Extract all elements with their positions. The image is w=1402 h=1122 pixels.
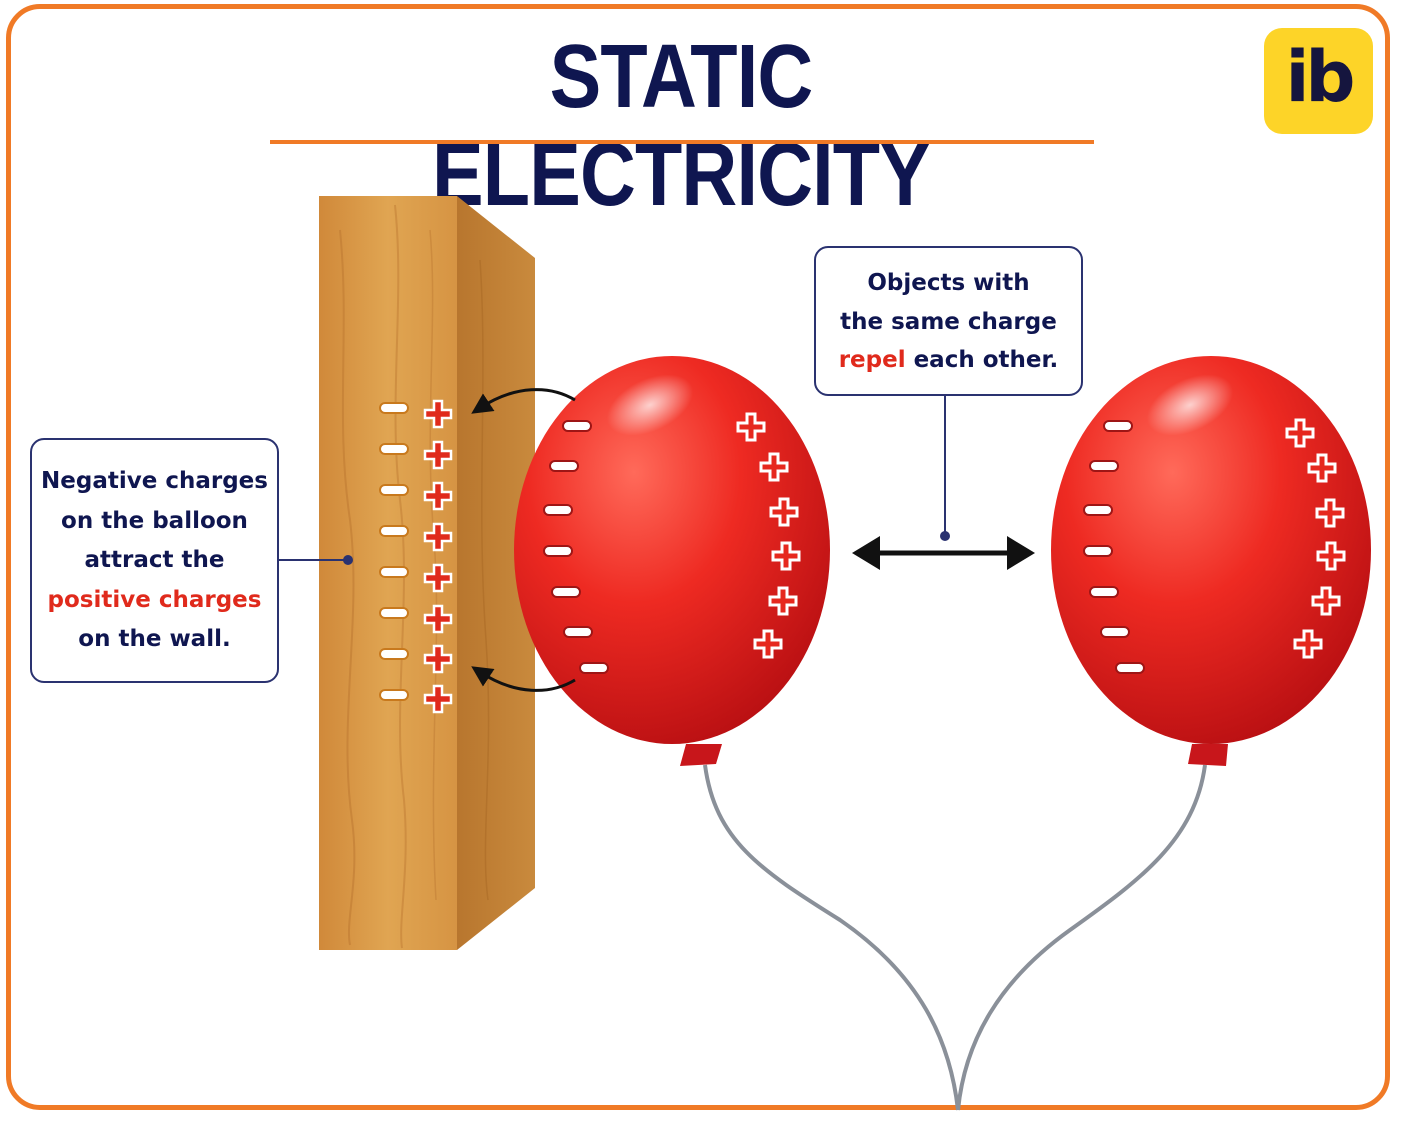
wall-negative-charge (379, 607, 409, 619)
balloon-negative-charge (579, 662, 609, 674)
right-callout-dot (940, 531, 950, 541)
attraction-arrow-top (471, 388, 576, 414)
balloon-positive-charge (1293, 629, 1323, 659)
wall-positive-charge (423, 644, 453, 674)
balloon-left (514, 356, 830, 766)
balloon-strings (703, 764, 1207, 1111)
balloon-positive-charge (753, 629, 783, 659)
balloon-negative-charge (563, 626, 593, 638)
balloon-positive-charge (1285, 418, 1315, 448)
wall-negative-charge (379, 402, 409, 414)
wall-positive-charges (423, 399, 453, 714)
balloon-right (1051, 356, 1371, 766)
wall-side-face (457, 196, 535, 950)
wall-negative-charge (379, 648, 409, 660)
balloon-left-positive-charges (736, 412, 801, 659)
wall-negative-charge (379, 484, 409, 496)
balloon-negative-charge (1089, 460, 1119, 472)
balloon-positive-charge (1315, 498, 1345, 528)
balloon-positive-charge (769, 497, 799, 527)
balloon-negative-charge (551, 586, 581, 598)
balloon-positive-charge (1316, 541, 1346, 571)
balloon-shine (1146, 374, 1234, 436)
balloon-right-negative-charges (1083, 420, 1145, 674)
balloon-negative-charge (562, 420, 592, 432)
balloon-negative-charge (543, 545, 573, 557)
repel-double-arrow (852, 536, 1035, 570)
balloon-negative-charge (1100, 626, 1130, 638)
wall-negative-charge (379, 566, 409, 578)
wall-negative-charge (379, 443, 409, 455)
title-underline (270, 140, 1094, 144)
wall-positive-charge (423, 481, 453, 511)
balloon-positive-charge (736, 412, 766, 442)
wall-positive-charge (423, 522, 453, 552)
left-callout: Negative charges on the balloon attract … (30, 438, 279, 683)
wall-negative-charges (379, 402, 409, 701)
brand-logo: ib (1264, 28, 1373, 134)
wall-negative-charge (379, 689, 409, 701)
left-callout-line: attract the (84, 547, 225, 573)
balloon-negative-charge (1103, 420, 1133, 432)
balloon-knot (680, 744, 722, 766)
balloon-negative-charge (549, 460, 579, 472)
wall-positive-charge (423, 563, 453, 593)
right-callout-line-3: repel each other. (816, 341, 1081, 380)
balloon-positive-charge (771, 541, 801, 571)
balloon-left-negative-charges (543, 420, 609, 674)
balloon-negative-charge (1089, 586, 1119, 598)
balloon-negative-charge (1083, 504, 1113, 516)
balloon-positive-charge (768, 586, 798, 616)
right-callout-rest: each other. (905, 347, 1059, 373)
callout-leaders (279, 396, 950, 565)
balloon-shine (606, 374, 694, 436)
balloon-positive-charge (1311, 586, 1341, 616)
left-callout-line: on the balloon (61, 507, 248, 534)
right-callout-highlight: repel (838, 347, 906, 373)
left-callout-line: on the wall. (78, 626, 231, 652)
right-callout-line: the same charge (840, 308, 1057, 335)
balloon-negative-charge (543, 504, 573, 516)
wall-positive-charge (423, 440, 453, 470)
right-callout: Objects with the same charge repel each … (814, 246, 1083, 396)
balloon-negative-charge (1083, 545, 1113, 557)
wall-positive-charge (423, 399, 453, 429)
balloon-knot (1188, 744, 1228, 766)
left-callout-dot (343, 555, 353, 565)
balloon-positive-charge (1307, 453, 1337, 483)
wall-positive-charge (423, 684, 453, 714)
left-callout-line: Negative charges (41, 468, 268, 494)
balloon-right-positive-charges (1285, 418, 1346, 659)
balloon-negative-charge (1115, 662, 1145, 674)
attraction-arrow-bottom (471, 666, 576, 692)
left-callout-highlight: positive charges (47, 586, 262, 613)
wall-negative-charge (379, 525, 409, 537)
attraction-arrows (471, 388, 576, 692)
right-callout-line: Objects with (867, 270, 1030, 296)
wall-positive-charge (423, 604, 453, 634)
balloon-positive-charge (759, 452, 789, 482)
